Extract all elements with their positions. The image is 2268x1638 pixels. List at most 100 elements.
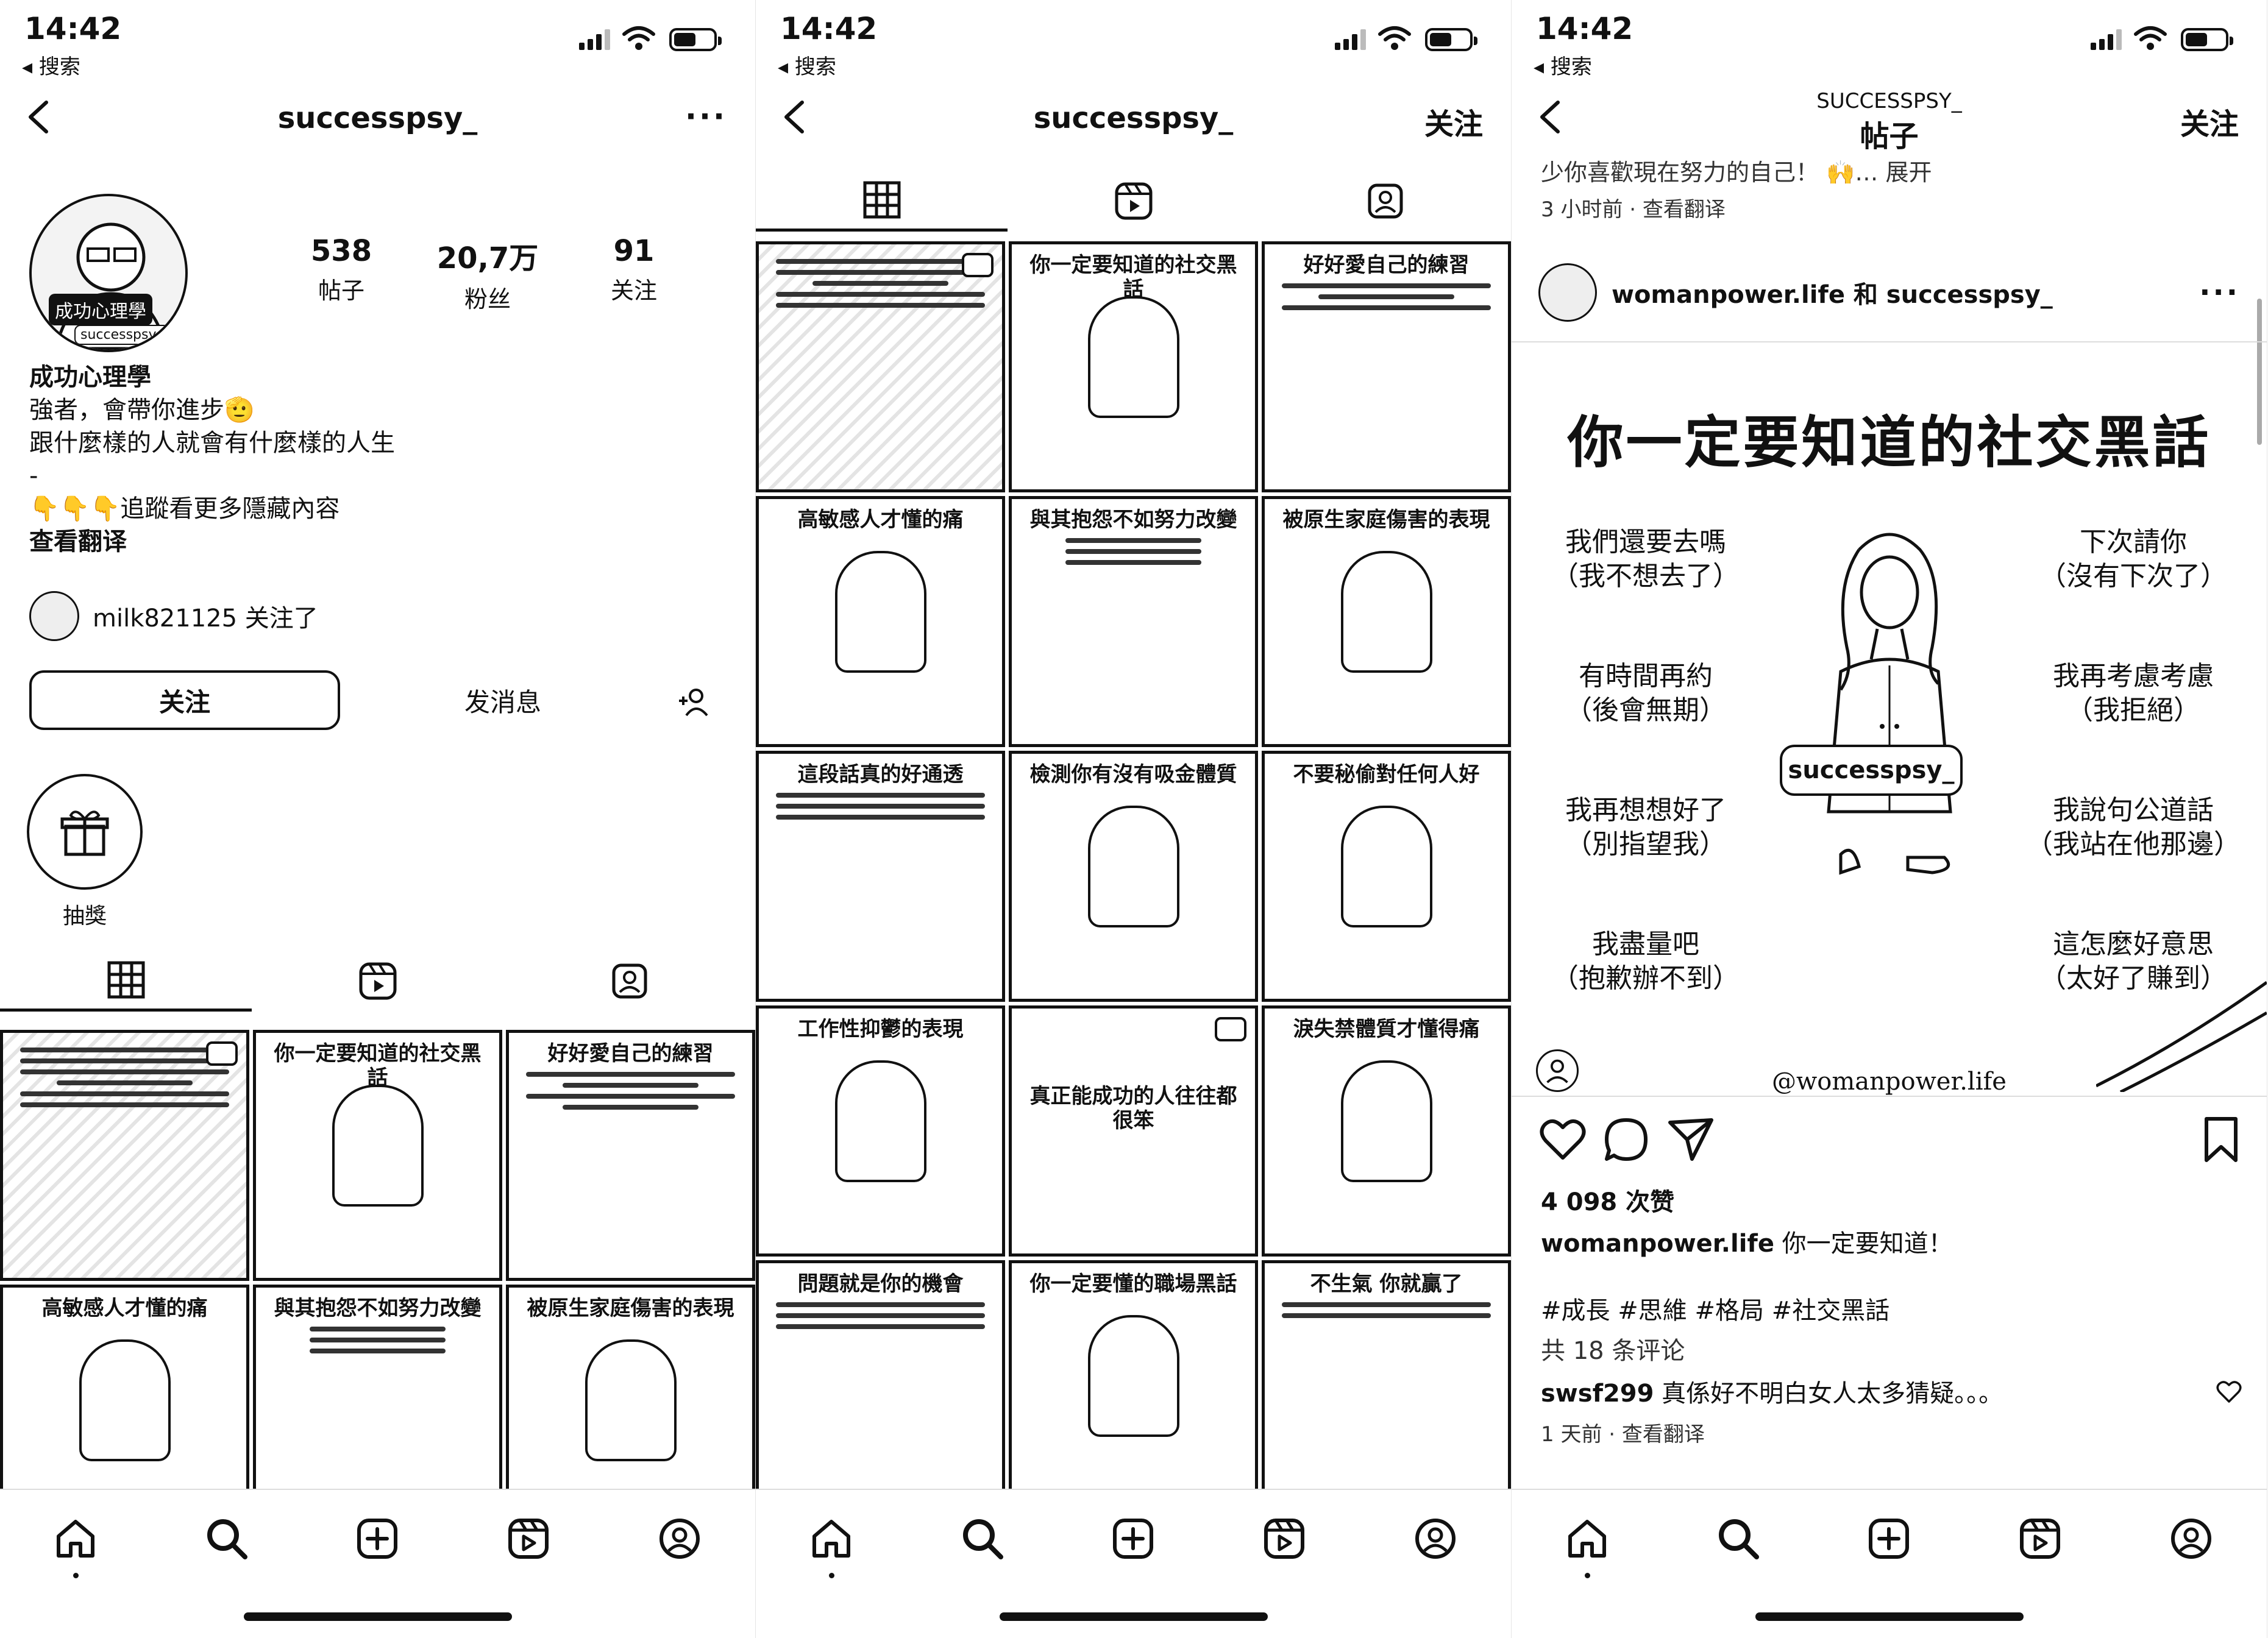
post-image[interactable]: 你一定要知道的社交黑話 我們還要去嗎（我不想去了） 有時間再約（後會無期） 我再… — [1512, 341, 2267, 1097]
grid-post[interactable]: 這段話真的好通透 — [756, 751, 1005, 1002]
comment-username[interactable]: swsf299 — [1541, 1380, 1654, 1408]
profile-tab[interactable] — [655, 1514, 704, 1563]
caption-username[interactable]: womanpower.life — [1541, 1230, 1774, 1258]
home-tab[interactable] — [807, 1514, 856, 1578]
comment-like-icon[interactable] — [2216, 1378, 2242, 1405]
post-author-avatar[interactable] — [1538, 263, 1597, 322]
grid-post[interactable]: 問題就是你的機會 — [756, 1260, 1005, 1511]
tab-grid[interactable] — [0, 951, 252, 1012]
previous-post-caption[interactable]: 少你喜歡現在努力的自己！ 🙌… 展开 — [1541, 159, 1932, 186]
followed-by-text: milk821125 关注了 — [93, 604, 318, 633]
view-comments-link[interactable]: 共 18 条评论 — [1541, 1337, 1685, 1365]
back-arrow-icon[interactable] — [778, 99, 814, 135]
post-more-options-icon[interactable]: ··· — [2199, 275, 2240, 310]
post-navbar-title: 帖子 — [1860, 119, 1919, 154]
add-user-icon[interactable] — [677, 685, 711, 719]
grid-post[interactable]: 真正能成功的人往往都很笨 — [1009, 1005, 1258, 1257]
back-arrow-icon[interactable] — [1534, 99, 1570, 135]
profile-tab[interactable] — [2167, 1514, 2216, 1563]
profile-stats: 538 帖子 20,7万 粉丝 91 关注 — [268, 234, 707, 314]
reel-badge-icon — [1215, 1017, 1246, 1041]
tagged-users-icon[interactable] — [1536, 1049, 1579, 1092]
reels-tab[interactable] — [2016, 1514, 2064, 1563]
profile-avatar[interactable]: 成功心理學 successpsy_ — [29, 194, 188, 352]
grid-post[interactable]: 不要秘偷對任何人好 — [1262, 751, 1511, 1002]
profile-tab[interactable] — [1411, 1514, 1460, 1563]
stat-posts[interactable]: 538 帖子 — [268, 234, 414, 314]
profile-display-name: 成功心理學 — [29, 363, 151, 391]
likes-count[interactable]: 4 098 次赞 — [1541, 1188, 1675, 1216]
profile-tabs — [756, 171, 1511, 232]
follow-button[interactable]: 关注 — [29, 670, 340, 730]
grid-post-title: 你一定要知道的社交黑話 — [274, 1041, 482, 1090]
create-tab[interactable] — [1865, 1514, 1913, 1563]
post-image-item: 我說句公道話（我站在他那邊） — [2026, 795, 2241, 860]
back-to-search-link[interactable]: ◂ 搜索 — [1534, 55, 1592, 79]
grid-post[interactable]: 你一定要知道的社交黑話 — [1009, 241, 1258, 492]
grid-post[interactable]: 你一定要懂的職場黑話 — [1009, 1260, 1258, 1511]
home-icon — [812, 1520, 850, 1558]
post-image-user-tag: successpsy_ — [1780, 745, 1963, 796]
reels-tab[interactable] — [1260, 1514, 1309, 1563]
bookmark-icon[interactable] — [2197, 1115, 2245, 1164]
post-header: womanpower.life 和 successpsy_ ··· — [1512, 256, 2267, 329]
previous-post-time[interactable]: 3 小时前 · 查看翻译 — [1541, 197, 1726, 222]
grid-post[interactable]: 工作性抑鬱的表現 — [756, 1005, 1005, 1257]
stat-following[interactable]: 91 关注 — [561, 234, 707, 314]
grid-post[interactable]: 好好愛自己的練習 — [1262, 241, 1511, 492]
battery-icon — [669, 28, 722, 51]
story-highlight-lottery[interactable]: 抽獎 — [27, 774, 143, 930]
grid-post[interactable]: 好好愛自己的練習 — [506, 1030, 755, 1281]
home-tab[interactable] — [51, 1514, 100, 1578]
home-tab[interactable] — [1563, 1514, 1612, 1578]
battery-icon — [2181, 28, 2233, 51]
grid-post-title: 與其抱怨不如努力改變 — [274, 1296, 482, 1321]
post-hashtags[interactable]: #成長 #思維 #格局 #社交黑話 — [1541, 1297, 1890, 1325]
grid-post[interactable]: 檢測你有沒有吸金體質 — [1009, 751, 1258, 1002]
grid-post-title: 與其抱怨不如努力改變 — [1029, 508, 1237, 532]
search-tab[interactable] — [958, 1514, 1007, 1563]
grid-post[interactable]: 你一定要知道的社交黑話 — [253, 1030, 502, 1281]
grid-post[interactable]: 被原生家庭傷害的表現 — [1262, 496, 1511, 747]
reels-tab[interactable] — [504, 1514, 553, 1563]
message-button[interactable]: 发消息 — [464, 687, 541, 717]
follow-button-navbar[interactable]: 关注 — [1424, 107, 1483, 141]
follow-button-navbar[interactable]: 关注 — [2180, 107, 2239, 141]
scrollbar[interactable] — [2257, 299, 2262, 445]
see-translation-link[interactable]: 查看翻译 — [29, 528, 127, 556]
home-icon — [56, 1520, 94, 1558]
grid-post[interactable]: 與其抱怨不如努力改變 — [1009, 496, 1258, 747]
grid-post[interactable]: 淚失禁體質才懂得痛 — [1262, 1005, 1511, 1257]
create-tab[interactable] — [1109, 1514, 1157, 1563]
grid-post[interactable]: 高敏感人才懂的痛 — [756, 496, 1005, 747]
back-arrow-icon[interactable] — [22, 99, 59, 135]
search-tab[interactable] — [202, 1514, 251, 1563]
tab-grid[interactable] — [756, 171, 1008, 232]
grid-post[interactable]: 不生氣 你就贏了 — [1262, 1260, 1511, 1511]
tab-reels[interactable] — [252, 951, 503, 1012]
tab-tagged[interactable] — [1259, 171, 1511, 232]
comment-icon[interactable] — [1602, 1115, 1651, 1164]
grid-post-title: 不生氣 你就贏了 — [1310, 1272, 1463, 1296]
back-to-search-link[interactable]: ◂ 搜索 — [778, 55, 836, 79]
post-authors[interactable]: womanpower.life 和 successpsy_ — [1612, 281, 2053, 309]
tab-reels[interactable] — [1008, 171, 1259, 232]
grid-post-title: 問題就是你的機會 — [797, 1272, 964, 1296]
comment-time[interactable]: 1 天前 · 查看翻译 — [1541, 1422, 1705, 1447]
status-bar: 14:42 ◂ 搜索 — [756, 0, 1511, 79]
post-actions — [1538, 1115, 2245, 1170]
stat-followers[interactable]: 20,7万 粉丝 — [414, 234, 561, 314]
stat-followers-label: 粉丝 — [464, 286, 511, 313]
grid-post-title: 真正能成功的人往往都很笨 — [1029, 1084, 1237, 1133]
followed-by-row[interactable]: milk821125 关注了 — [29, 591, 318, 641]
create-tab[interactable] — [353, 1514, 402, 1563]
more-options-icon[interactable]: ··· — [685, 99, 727, 134]
grid-post[interactable] — [0, 1030, 249, 1281]
tab-tagged[interactable] — [503, 951, 755, 1012]
back-to-search-link[interactable]: ◂ 搜索 — [22, 55, 80, 79]
post-image-item: 這怎麼好意思（太好了賺到） — [2039, 929, 2227, 994]
grid-post[interactable] — [756, 241, 1005, 492]
search-tab[interactable] — [1714, 1514, 1763, 1563]
heart-icon[interactable] — [1538, 1115, 1587, 1164]
share-icon[interactable] — [1666, 1115, 1715, 1164]
